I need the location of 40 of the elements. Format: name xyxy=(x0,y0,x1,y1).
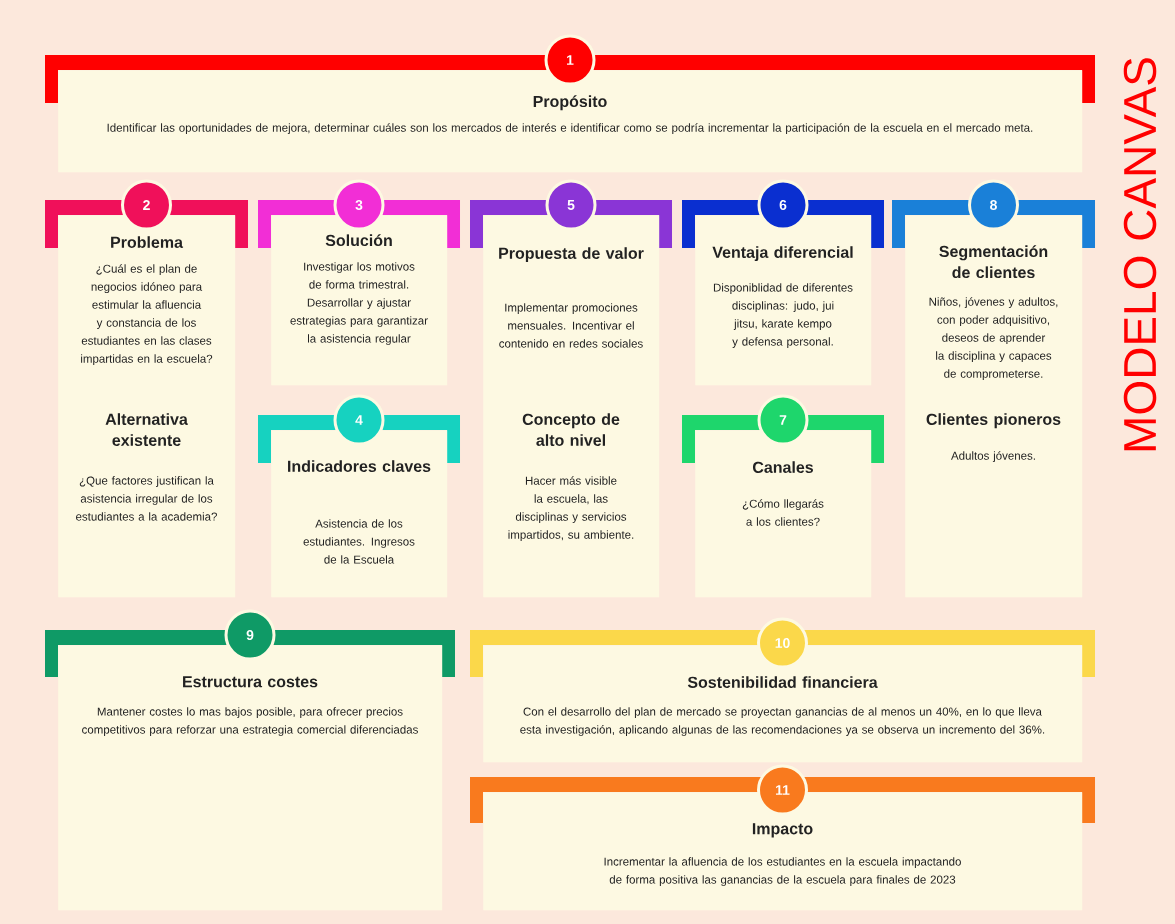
panel-heading: Ventaja diferencial xyxy=(712,246,853,262)
panel-heading: Impacto xyxy=(752,823,813,838)
panel-text: Hacer más visible la escuela, las disciplinas y servicios impartidos, su ambiente. xyxy=(508,476,634,542)
number-badge: 3 xyxy=(333,179,385,231)
number-badge: 4 xyxy=(333,394,385,446)
panel-text: Incrementar la afluencia de los estudiantes en la escuela impactando de forma positiva las ganancias de la escuela para finales de 2023 xyxy=(604,857,961,886)
panel-text: ¿Cómo llegarás a los clientes? xyxy=(742,499,824,526)
panel-text: Adultos jóvenes. xyxy=(951,451,1035,463)
number-badge: 7 xyxy=(757,394,809,446)
number-badge: 2 xyxy=(121,179,172,231)
panel-heading: Concepto de alto nivel xyxy=(522,413,620,446)
number-badge: 8 xyxy=(968,179,1019,231)
panel-text: Disponiblidad de diferentes disciplinas: judo, jui jitsu, karate kempo y defensa personal. xyxy=(713,283,853,348)
panel-heading: Estructura costes xyxy=(183,676,318,688)
number-badge: 11 xyxy=(757,764,808,816)
panel-text: Investigar los motivos de forma trimestral. Desarrollar y ajustar estrategias para garantizar la asistencia regular xyxy=(290,262,428,345)
panel-text: Niños, jóvenes y adultos, con poder adquisitivo, deseos de aprender la disciplina y capaces de comprometerse. xyxy=(929,297,1058,381)
panel-heading: Propuesta de valor xyxy=(499,247,644,263)
panel-text: Con el desarrollo del plan de mercado se proyectan ganancias de al menos un 40%, en lo que lleva esta investigación, aplicando algunas de las recomendaciones ya se observa un incremento del 36%. xyxy=(520,707,1045,736)
panel-text: Mantener costes lo mas bajos posible, para ofrecer precios competitivos para reforzar una estrategia comercial diferenciadas xyxy=(82,707,418,736)
number-badge: 9 xyxy=(224,609,276,661)
panel-heading: Segmentación de clientes xyxy=(939,245,1048,279)
number-badge: 10 xyxy=(757,617,808,669)
panel-heading: Problema xyxy=(111,236,184,248)
vertical-title: MODELO CANVAS xyxy=(1123,58,1157,451)
panel-heading: Indicadores claves xyxy=(288,460,431,472)
panel-heading: Canales xyxy=(753,461,813,473)
panel-text: ¿Que factores justifican la asistencia irregular de los estudiantes a la academia? xyxy=(76,476,217,521)
panel-heading: Sostenibilidad financiera xyxy=(687,676,878,688)
panel-heading: Alternativa existente xyxy=(105,413,188,446)
number-badge: 1 xyxy=(544,34,596,86)
panel-heading: Clientes pioneros xyxy=(926,413,1061,429)
number-badge: 6 xyxy=(757,179,809,231)
panel-heading: Solución xyxy=(325,234,392,247)
number-badge: 5 xyxy=(545,179,597,231)
panel-text: Asistencia de los estudiantes. Ingresos de la Escuela xyxy=(303,519,415,564)
panel-text: Implementar promociones mensuales. Incentivar el contenido en redes sociales xyxy=(499,303,643,348)
panel-text: ¿Cuál es el plan de negocios idóneo para estimular la afluencia y constancia de los estudiantes en las clases impartidas en la escuela? xyxy=(81,264,213,366)
panel-heading: Propósito xyxy=(533,95,607,111)
panel-text: Identificar las oportunidades de mejora, determinar cuáles son los mercados de interés e identificar como se podría incrementar la participación de la escuela en el mercado meta. xyxy=(107,123,1033,135)
